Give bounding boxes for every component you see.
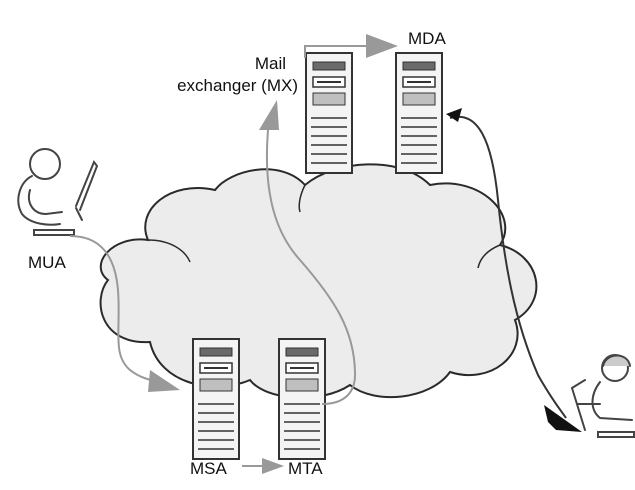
mda-exit-marker [446, 108, 462, 122]
mta-to-mx-arrow [266, 129, 357, 405]
mda-label: MDA [408, 29, 446, 48]
mta-to-mx-arrowhead [259, 100, 279, 130]
mta-server-icon [278, 338, 326, 460]
mx-to-mda-arrow [304, 45, 372, 58]
mx-to-mda-arrowhead [366, 34, 398, 58]
mx-server-icon [305, 52, 353, 174]
msa-server-icon [192, 338, 240, 460]
mua-to-msa-arrow [69, 235, 161, 383]
mail-label: Mail [255, 54, 286, 73]
msa-label: MSA [190, 459, 228, 478]
mua-to-msa-arrowhead [148, 370, 180, 392]
sender-user-icon [17, 148, 99, 236]
mta-label: MTA [288, 459, 323, 478]
mda-server-icon [395, 52, 443, 174]
flow-arrows [69, 34, 582, 474]
mda-to-recipient-arrow [449, 115, 567, 419]
mua-label: MUA [28, 253, 66, 272]
recipient-user-icon [570, 354, 635, 438]
mail-exchanger-label: exchanger (MX) [177, 76, 298, 95]
msa-to-mta-arrowhead [262, 458, 284, 474]
mda-to-recipient-arrowhead [544, 405, 582, 432]
